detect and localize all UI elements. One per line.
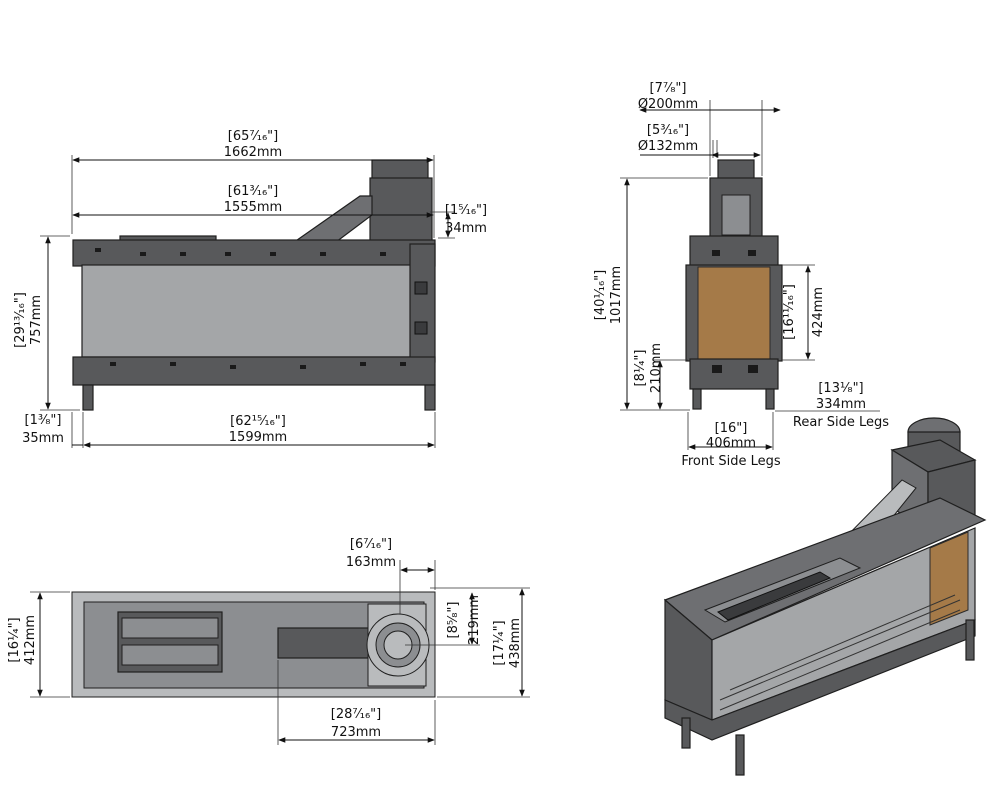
top-rail bbox=[72, 239, 436, 267]
flue-outer-mm: Ø200mm bbox=[638, 97, 698, 112]
overall-depth-mm: 438mm bbox=[508, 618, 523, 668]
leg bbox=[424, 384, 436, 411]
leg-span-mm: 1599mm bbox=[229, 430, 287, 445]
burner-slot bbox=[121, 617, 219, 639]
depth-mm: 412mm bbox=[23, 615, 38, 665]
base-height-mm: 210mm bbox=[649, 343, 664, 393]
iso-leg bbox=[735, 734, 745, 776]
leg-offset-in: [1³⁄₈"] bbox=[25, 413, 62, 428]
depth-in: [16¹⁄₄"] bbox=[7, 617, 22, 662]
top-flue-offset-mm: 163mm bbox=[346, 555, 396, 570]
flue-collar bbox=[717, 159, 755, 181]
leg bbox=[692, 388, 702, 410]
flue-depth-mm: 219mm bbox=[467, 595, 482, 645]
front-legs-mm: 406mm bbox=[706, 436, 756, 451]
end-bracket bbox=[414, 281, 428, 295]
isometric-view bbox=[663, 417, 987, 776]
body-width-mm: 1555mm bbox=[224, 200, 282, 215]
flue-depth-in: [8⁵⁄₈"] bbox=[446, 602, 461, 639]
flue-channel bbox=[721, 194, 751, 236]
fixings bbox=[95, 248, 406, 369]
height-in: [29¹³⁄₁₆"] bbox=[13, 292, 28, 348]
front-view: [65⁷⁄₁₆"] 1662mm [61³⁄₁₆"] 1555mm [1⁵⁄₁₆… bbox=[13, 129, 487, 448]
flue-outer-in: [7⁷⁄₈"] bbox=[650, 81, 687, 96]
body-width-in: [61³⁄₁₆"] bbox=[228, 184, 278, 199]
height-mm: 757mm bbox=[29, 295, 44, 345]
iso-grate bbox=[719, 594, 961, 711]
front-legs-label: Front Side Legs bbox=[681, 454, 781, 469]
glass-height-mm: 424mm bbox=[811, 287, 826, 337]
iso-brick-liner bbox=[929, 531, 969, 626]
end-bracket bbox=[414, 321, 428, 335]
leg bbox=[82, 384, 94, 411]
flue-inner-in: [5³⁄₁₆"] bbox=[647, 123, 689, 138]
flue-box bbox=[369, 177, 433, 247]
side-view: [7⁷⁄₈"] Ø200mm [5³⁄₁₆"] Ø132mm [40¹⁄₁₆"]… bbox=[593, 81, 889, 469]
overall-width-in: [65⁷⁄₁₆"] bbox=[228, 129, 278, 144]
flue-offset-mm: 34mm bbox=[445, 221, 487, 236]
flue-inner-mm: Ø132mm bbox=[638, 139, 698, 154]
total-height-in: [40¹⁄₁₆"] bbox=[593, 270, 608, 320]
iso-burner-slot bbox=[717, 571, 832, 621]
burner-slot bbox=[121, 644, 219, 666]
base-height-in: [8¹⁄₄"] bbox=[633, 350, 648, 387]
leg bbox=[765, 388, 775, 410]
bottom-rail bbox=[72, 356, 436, 386]
glass-height-in: [16¹¹⁄₁₆"] bbox=[782, 284, 797, 340]
rear-legs-mm: 334mm bbox=[816, 397, 866, 412]
iso-bottom-rail bbox=[664, 619, 976, 741]
flue-offset-in: [1⁵⁄₁₆"] bbox=[445, 203, 487, 218]
total-height-mm: 1017mm bbox=[609, 266, 624, 324]
iso-leg bbox=[965, 619, 975, 661]
leg-span-in: [62¹⁵⁄₁₆"] bbox=[230, 414, 286, 429]
top-flue-offset-in: [6⁷⁄₁₆"] bbox=[350, 537, 392, 552]
leg-offset-mm: 35mm bbox=[22, 431, 64, 446]
top-header bbox=[689, 235, 779, 267]
overall-width-mm: 1662mm bbox=[224, 145, 282, 160]
cover-plate bbox=[277, 627, 377, 659]
rear-offset-mm: 723mm bbox=[331, 725, 381, 740]
rear-legs-label: Rear Side Legs bbox=[793, 415, 889, 430]
flue-strut bbox=[288, 195, 373, 246]
top-view: [6⁷⁄₁₆"] 163mm [16¹⁄₄"] 412mm [8⁵⁄₈"] 21… bbox=[7, 537, 530, 745]
iso-leg bbox=[681, 717, 691, 749]
base-box bbox=[689, 358, 779, 390]
glass-panel bbox=[81, 264, 413, 358]
rear-offset-in: [28⁷⁄₁₆"] bbox=[331, 707, 381, 722]
front-legs-in: [16"] bbox=[715, 421, 748, 436]
brick-liner bbox=[697, 266, 771, 360]
end-column bbox=[409, 243, 436, 363]
overall-depth-in: [17¹⁄₄"] bbox=[492, 620, 507, 665]
rear-legs-in: [13¹⁄₈"] bbox=[818, 381, 863, 396]
